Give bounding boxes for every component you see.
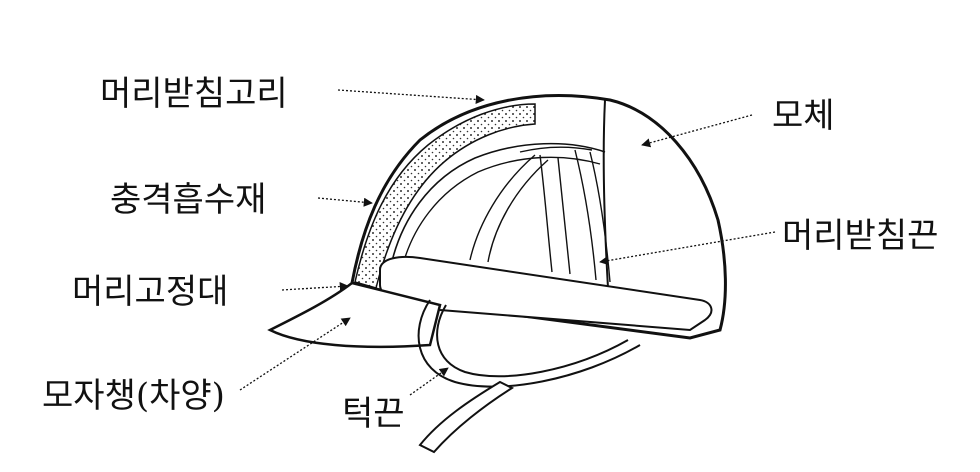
chin-strap bbox=[417, 299, 641, 388]
support-strap-center bbox=[539, 154, 571, 275]
label-shell: 모체 bbox=[772, 96, 835, 136]
label-shock-absorber: 충격흡수재 bbox=[110, 180, 267, 220]
shock-absorber-band bbox=[354, 103, 536, 289]
support-strap-right bbox=[574, 149, 611, 283]
label-head-support-strap: 머리받침끈 bbox=[782, 216, 939, 256]
label-chin-strap: 턱끈 bbox=[342, 394, 405, 434]
leader-brim bbox=[239, 317, 351, 391]
helmet-brim bbox=[267, 281, 442, 349]
inner-cradle-2 bbox=[401, 156, 601, 269]
inner-cradle bbox=[389, 142, 606, 271]
label-brim: 모자챙(차양) bbox=[42, 376, 225, 416]
leader-shell bbox=[641, 114, 753, 148]
leader-head-support-strap bbox=[599, 231, 776, 266]
leader-headband bbox=[281, 281, 349, 292]
label-head-support-ring: 머리받침고리 bbox=[100, 74, 288, 114]
leader-chin-strap bbox=[409, 367, 449, 396]
leader-head-support-ring bbox=[337, 89, 485, 104]
support-strap-left bbox=[469, 154, 549, 263]
chin-strap-tail bbox=[418, 380, 515, 454]
leader-shock-absorber bbox=[317, 197, 373, 207]
label-headband: 머리고정대 bbox=[72, 272, 229, 312]
support-strap-top bbox=[519, 146, 593, 153]
chin-strap-inner bbox=[436, 304, 629, 378]
